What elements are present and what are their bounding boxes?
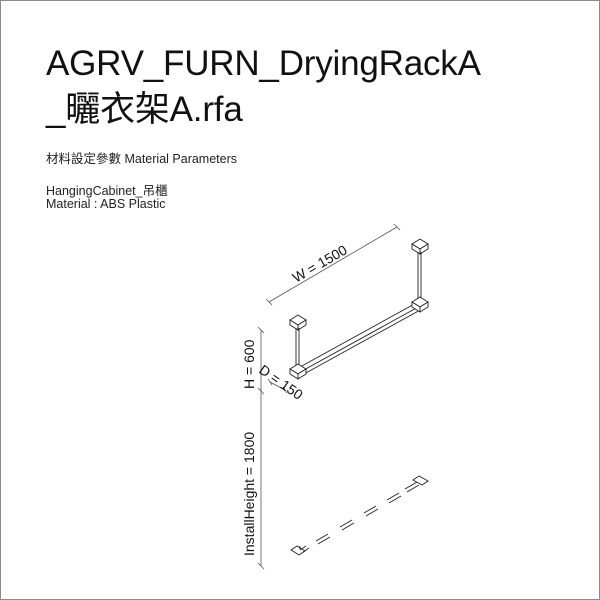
height-dimension [257,326,265,570]
install-height-dimension-label: InstallHeight = 1800 [241,432,257,556]
family-title-line2: _曬衣架A.rfa [46,90,243,129]
depth-dimension [267,378,288,394]
width-dimension-label: W = 1500 [290,241,350,285]
drying-rack [289,238,429,380]
height-dimension-label: H = 600 [241,339,257,389]
material-parameters-heading: 材料設定參數 Material Parameters [46,152,238,166]
family-title-line1: AGRV_FURN_DryingRackA [46,44,481,83]
material-value: Material : ABS Plastic [46,197,166,211]
width-dimension [265,223,401,306]
material-category: HangingCabinet_吊櫃 [46,184,168,198]
floor-projection [290,475,429,556]
